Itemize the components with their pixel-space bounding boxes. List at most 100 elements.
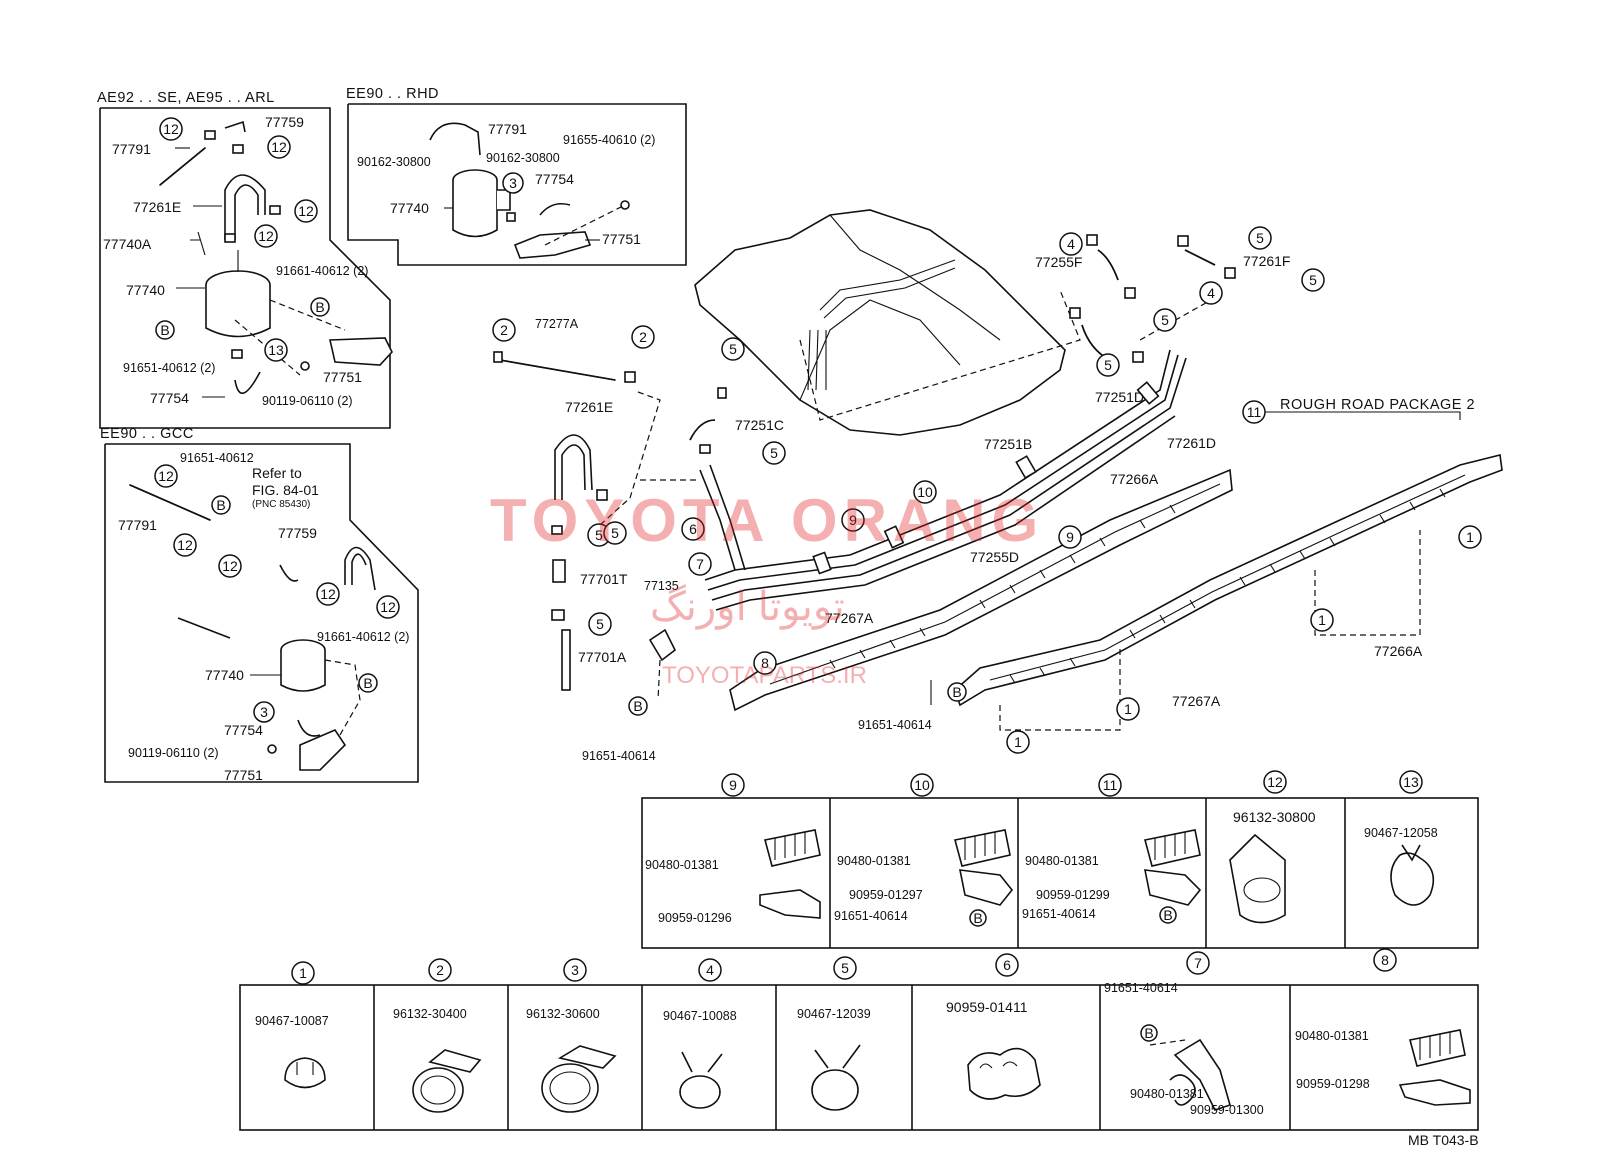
- svg-text:B: B: [315, 299, 324, 315]
- svg-text:5: 5: [770, 445, 778, 461]
- label-77751: 77751: [224, 767, 263, 783]
- label-77251b: 77251B: [984, 436, 1032, 452]
- svg-text:4: 4: [1207, 285, 1215, 301]
- svg-text:6: 6: [689, 521, 697, 537]
- svg-text:B: B: [160, 322, 169, 338]
- svg-text:11: 11: [1103, 777, 1118, 793]
- label-91651-a: 91651-40614: [582, 749, 656, 763]
- label-77754: 77754: [150, 390, 189, 406]
- label-77261e: 77261E: [565, 399, 613, 415]
- inset-gcc-title: EE90 . . GCC: [100, 426, 194, 442]
- callout-b: B: [358, 673, 378, 693]
- clamp-label-6: 90959-01411: [946, 999, 1028, 1015]
- svg-text:1: 1: [1466, 529, 1474, 545]
- watermark-site: TOYOTAPARTS.IR: [662, 662, 867, 689]
- label-77751: 77751: [602, 231, 641, 247]
- clamp-label-5: 90467-12039: [797, 1007, 871, 1021]
- label-77277a: 77277A: [535, 317, 579, 331]
- callout-12: 12: [154, 464, 178, 488]
- footer-code: MB T043-B: [1408, 1132, 1479, 1148]
- svg-text:B: B: [1163, 907, 1172, 923]
- label-90119: 90119-06110 (2): [262, 394, 353, 408]
- svg-text:8: 8: [1381, 952, 1389, 968]
- label-77759: 77759: [265, 114, 304, 130]
- label-77261f: 77261F: [1243, 253, 1290, 269]
- clamp-label-8b: 90959-01298: [1296, 1077, 1370, 1091]
- label-77740: 77740: [390, 200, 429, 216]
- label-91651: 91651-40612: [180, 451, 254, 465]
- main-callouts: 2 2 5 5 5 5 5 6 7 8 9 10 9 11 4 4 5 5 5 …: [492, 226, 1482, 754]
- svg-text:12: 12: [222, 558, 238, 574]
- clamp-label-8a: 90480-01381: [1295, 1029, 1369, 1043]
- rough-road-title: ROUGH ROAD PACKAGE 2: [1280, 397, 1475, 413]
- svg-text:1: 1: [299, 965, 307, 981]
- label-77791: 77791: [118, 517, 157, 533]
- svg-text:9: 9: [729, 777, 737, 793]
- svg-text:12: 12: [177, 537, 193, 553]
- callout-12: 12: [159, 117, 183, 141]
- svg-text:7: 7: [696, 556, 704, 572]
- clamp-label-13: 90467-12058: [1364, 826, 1438, 840]
- svg-text:12: 12: [1267, 774, 1283, 790]
- label-77267a-right: 77267A: [1172, 693, 1221, 709]
- callout-12: 12: [294, 199, 318, 223]
- label-90162-a: 90162-30800: [357, 155, 431, 169]
- clamp-label-10c: 91651-40614: [834, 909, 908, 923]
- label-77135: 77135: [644, 579, 679, 593]
- label-90162-b: 90162-30800: [486, 151, 560, 165]
- svg-text:B: B: [633, 698, 642, 714]
- svg-text:5: 5: [595, 527, 603, 543]
- clamp-label-9a: 90480-01381: [645, 858, 719, 872]
- label-77754: 77754: [535, 171, 574, 187]
- clamp-label-7c: 90959-01300: [1190, 1103, 1264, 1117]
- svg-text:5: 5: [1256, 230, 1264, 246]
- inset-ae92: AE92 . . SE, AE95 . . ARL 77759 77791 77…: [97, 90, 393, 429]
- svg-text:6: 6: [1003, 957, 1011, 973]
- clamp-label-10b: 90959-01297: [849, 888, 923, 902]
- svg-text:B: B: [973, 910, 982, 926]
- callout-12: 12: [376, 595, 400, 619]
- svg-text:5: 5: [1161, 312, 1169, 328]
- label-77251c: 77251C: [735, 417, 784, 433]
- svg-text:5: 5: [611, 525, 619, 541]
- svg-text:3: 3: [260, 704, 268, 720]
- svg-text:B: B: [952, 684, 961, 700]
- svg-text:4: 4: [706, 962, 714, 978]
- svg-text:5: 5: [596, 616, 604, 632]
- svg-text:2: 2: [500, 322, 508, 338]
- svg-text:5: 5: [1104, 357, 1112, 373]
- label-77267a: 77267A: [825, 610, 874, 626]
- callout-3: 3: [253, 701, 275, 723]
- svg-text:1: 1: [1124, 701, 1132, 717]
- label-77251d: 77251D: [1095, 389, 1144, 405]
- label-77740: 77740: [126, 282, 165, 298]
- callout-b: B: [310, 297, 330, 317]
- label-refer1: Refer to: [252, 465, 302, 481]
- clamp-label-3: 96132-30600: [526, 1007, 600, 1021]
- watermark-main: TOYOTA ORANG: [490, 487, 1044, 554]
- svg-text:1: 1: [1318, 612, 1326, 628]
- svg-text:12: 12: [163, 121, 179, 137]
- svg-text:12: 12: [158, 468, 174, 484]
- svg-text:12: 12: [271, 139, 287, 155]
- svg-text:12: 12: [380, 599, 396, 615]
- clamp-label-7b: 90480-01381: [1130, 1087, 1204, 1101]
- label-77751: 77751: [323, 369, 362, 385]
- clamp-label-4: 90467-10088: [663, 1009, 737, 1023]
- callout-b: B: [211, 495, 231, 515]
- label-77759: 77759: [278, 525, 317, 541]
- label-refer3: (PNC 85430): [252, 499, 310, 510]
- label-77261d: 77261D: [1167, 435, 1216, 451]
- callout-13: 13: [264, 338, 288, 362]
- svg-text:13: 13: [268, 342, 284, 358]
- label-77255f: 77255F: [1035, 254, 1082, 270]
- inset-rhd-title: EE90 . . RHD: [346, 86, 439, 102]
- fuel-tank-lines: [493, 209, 1236, 701]
- label-91651: 91651-40612 (2): [123, 361, 215, 375]
- label-77791: 77791: [488, 121, 527, 137]
- clamp-table-row1: 9 10 11 12 13 90480-01381 90959-01296 90…: [641, 770, 1479, 949]
- label-77261e: 77261E: [133, 199, 181, 215]
- label-77754: 77754: [224, 722, 263, 738]
- svg-text:5: 5: [841, 960, 849, 976]
